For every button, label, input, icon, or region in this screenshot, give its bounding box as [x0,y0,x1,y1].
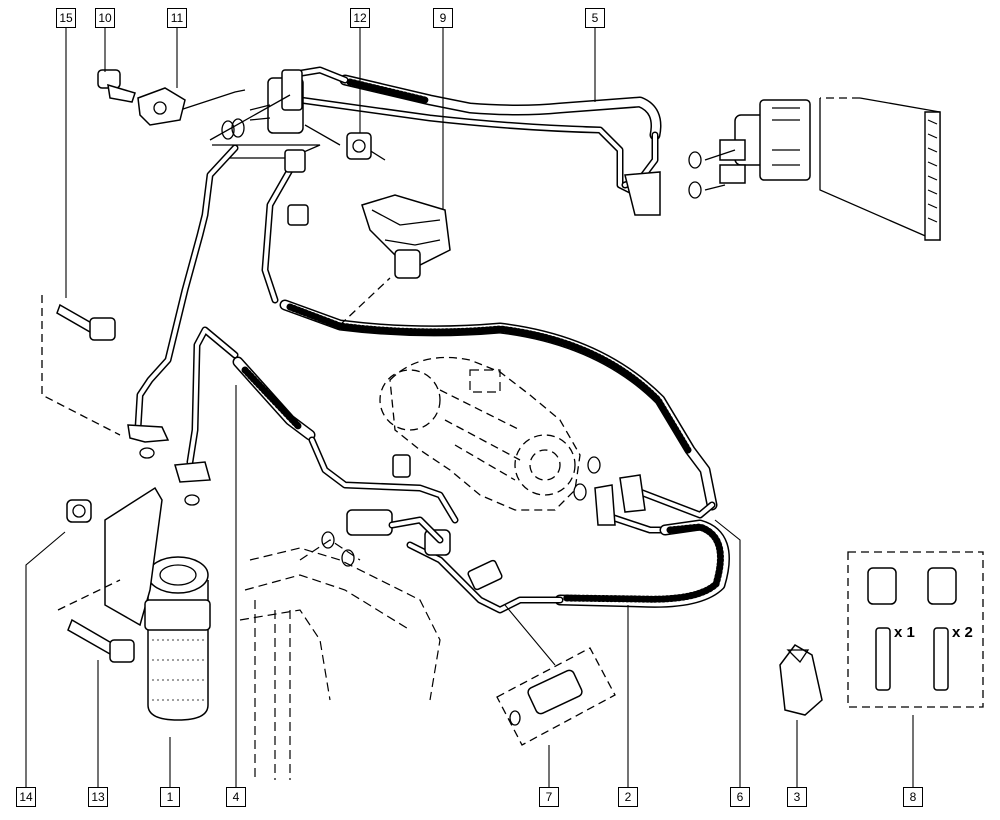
part-11-bracket [137,87,186,126]
callout-13: 13 [88,787,108,807]
pipe-4-liquid-line [174,149,459,524]
callout-11: 11 [167,8,187,28]
callout-14: 14 [16,787,36,807]
hose-2-discharge-line [406,484,730,614]
callout-12: 12 [350,8,370,28]
callout-8: 8 [903,787,923,807]
callout-3: 3 [787,787,807,807]
part-7-pressure-switch-detail [496,604,616,746]
assembly-dashed-lines [41,277,391,611]
compressor [379,356,601,511]
callout-15: 15 [56,8,76,28]
vehicle-structure-outline [239,539,441,780]
callout-10: 10 [95,8,115,28]
part-15-bolt [56,303,116,341]
hose-5-condenser-line [286,66,736,216]
condenser [819,97,941,241]
callout-6: 6 [730,787,750,807]
callout-4: 4 [226,787,246,807]
part-3-oil-sachet [779,644,823,716]
callout-2: 2 [618,787,638,807]
part-14-nut [66,499,92,523]
callout-leaders [25,26,914,788]
part-8-valve-kit [847,551,984,708]
pipe-left-to-drier [127,144,239,443]
callout-5: 5 [585,8,605,28]
valve-quantity-2: x 2 [952,624,973,641]
part-10-switch [97,69,136,103]
valve-quantity-1: x 1 [894,624,915,641]
part-12-nut [346,132,372,160]
condenser-connector [719,99,811,184]
callout-7: 7 [539,787,559,807]
callout-9: 9 [433,8,453,28]
hose-6-suction-line [279,299,718,519]
callout-1: 1 [160,787,180,807]
part-9-clamp [361,194,451,279]
part-1-receiver-drier [104,447,211,721]
part-13-bolt [67,618,135,663]
manifold-fittings [321,509,503,591]
charging-valve-upper [392,454,411,478]
